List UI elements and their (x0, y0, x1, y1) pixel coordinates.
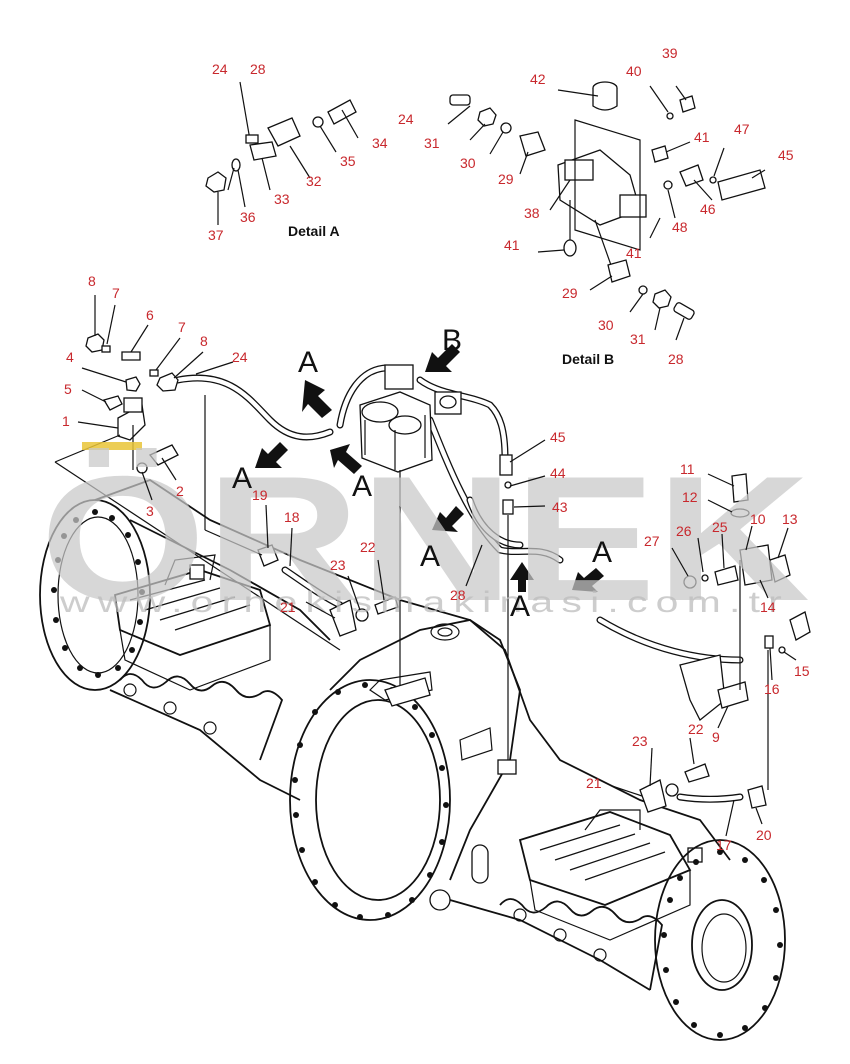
part-number: 44 (550, 465, 566, 481)
part-number: 28 (450, 587, 466, 603)
part-number: 48 (672, 219, 688, 235)
arrow-a-4 (432, 506, 464, 532)
part-number: 36 (240, 209, 256, 225)
part-number: 26 (676, 523, 692, 539)
part-number: 14 (760, 599, 776, 615)
arrow-a-1 (302, 380, 332, 418)
view-letter-a-1: A (298, 346, 318, 379)
part-number: 39 (662, 45, 678, 61)
detail-a-inset (205, 81, 357, 225)
view-letter-a-4: A (420, 540, 440, 573)
part-number: 45 (550, 429, 566, 445)
part-number: 38 (524, 205, 540, 221)
part-number: 28 (250, 61, 266, 77)
part-number: 15 (794, 663, 810, 679)
part-number: 24 (232, 349, 248, 365)
part-number: 46 (700, 201, 716, 217)
view-letter-b: B (442, 324, 462, 357)
part-number: 1 (62, 413, 70, 429)
part-number: 37 (208, 227, 224, 243)
detail-b-label: Detail B (562, 351, 614, 367)
part-number: 31 (630, 331, 646, 347)
part-number: 29 (562, 285, 578, 301)
right-flange (654, 839, 786, 1041)
part-number: 12 (682, 489, 698, 505)
part-number: 32 (306, 173, 322, 189)
part-number: 42 (530, 71, 546, 87)
part-number: 7 (112, 285, 120, 301)
part-number: 30 (598, 317, 614, 333)
part-number: 27 (644, 533, 660, 549)
part-number: 11 (680, 461, 695, 477)
view-letter-a-3: A (352, 470, 372, 503)
part-number: 17 (716, 837, 732, 853)
arrow-a-3 (330, 444, 362, 474)
part-number: 24 (212, 61, 228, 77)
fittings (54, 333, 811, 813)
part-number: 13 (782, 511, 798, 527)
view-letter-a-6: A (592, 536, 612, 569)
part-number: 23 (330, 557, 346, 573)
part-number: 3 (146, 503, 154, 519)
part-number: 43 (552, 499, 568, 515)
detail-b-inset (449, 81, 766, 320)
part-number: 30 (460, 155, 476, 171)
part-number: 19 (252, 487, 268, 503)
view-arrows (255, 344, 604, 592)
part-number: 41 (504, 237, 520, 253)
watermark-accent-bar (82, 442, 142, 450)
part-number: 45 (778, 147, 794, 163)
part-number: 40 (626, 63, 642, 79)
arrow-a-6 (572, 568, 604, 592)
view-letter-a-5: A (510, 590, 530, 623)
watermark-url: www.ornekismakinasi.com.tr (59, 586, 790, 619)
view-letter-a-2: A (232, 462, 252, 495)
part-number-callouts: 24 28 34 35 32 33 36 37 24 31 30 29 38 4… (62, 45, 810, 853)
part-number: 8 (200, 333, 208, 349)
part-number: 22 (688, 721, 704, 737)
brake-valve-assembly (359, 364, 462, 473)
watermark-brand: ÖRNEK (40, 439, 810, 638)
leader-lines (77, 85, 797, 837)
part-number: 22 (360, 539, 376, 555)
watermark: ÖRNEK www.ornekismakinasi.com.tr (40, 439, 810, 638)
arrow-a-5 (510, 562, 534, 592)
arrow-a-2 (255, 442, 288, 468)
part-number: 6 (146, 307, 154, 323)
part-number: 23 (632, 733, 648, 749)
hose-lines (174, 364, 744, 803)
part-number: 21 (586, 775, 602, 791)
part-number: 8 (88, 273, 96, 289)
part-number: 7 (178, 319, 186, 335)
part-number: 33 (274, 191, 290, 207)
part-number: 35 (340, 153, 356, 169)
part-number: 28 (668, 351, 684, 367)
part-number: 29 (498, 171, 514, 187)
part-number: 47 (734, 121, 750, 137)
part-number: 2 (176, 483, 184, 499)
part-number: 25 (712, 519, 728, 535)
part-number: 24 (398, 111, 414, 127)
part-number: 4 (66, 349, 74, 365)
part-number: 20 (756, 827, 772, 843)
part-number: 9 (712, 729, 720, 745)
part-number: 5 (64, 381, 72, 397)
part-number: 34 (372, 135, 388, 151)
right-spring-pad (518, 809, 703, 941)
part-number: 21 (280, 599, 296, 615)
part-number: 16 (764, 681, 780, 697)
part-number: 18 (284, 509, 300, 525)
part-number: 10 (750, 511, 766, 527)
part-number: 31 (424, 135, 440, 151)
center-differential (289, 619, 521, 921)
part-number: 41 (694, 129, 710, 145)
left-spring-pad (113, 554, 272, 691)
detail-a-label: Detail A (288, 223, 340, 239)
part-number: 41 (626, 245, 642, 261)
arrow-b (425, 344, 460, 372)
